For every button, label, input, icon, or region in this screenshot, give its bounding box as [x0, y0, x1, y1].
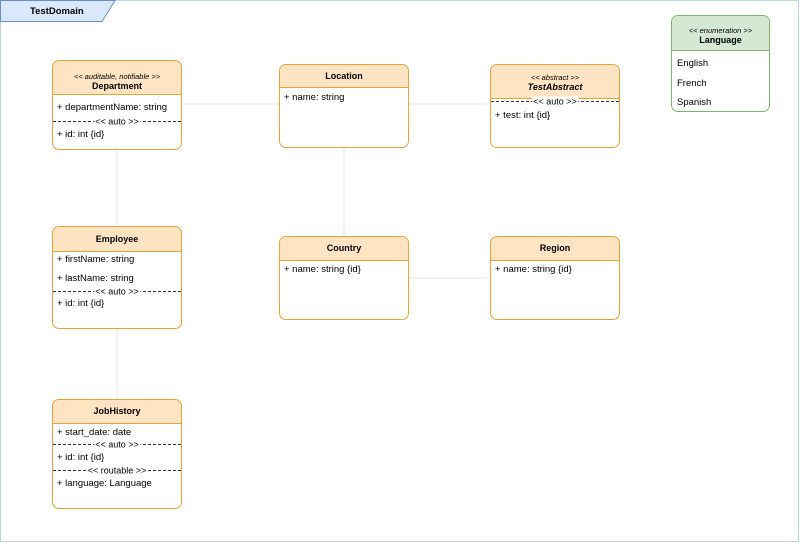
- diagram-title: TestDomain: [30, 6, 84, 17]
- enum-name: Language: [699, 35, 742, 45]
- enum-language[interactable]: << enumeration >> Language English Frenc…: [671, 15, 770, 112]
- separator: << auto >>: [53, 116, 181, 127]
- attribute: + firstName: string: [57, 254, 135, 265]
- class-header: Region: [491, 237, 619, 261]
- class-department[interactable]: << auditable, notifiable >> Department +…: [52, 60, 182, 150]
- enum-value: French: [677, 78, 707, 89]
- enum-value: Spanish: [677, 97, 712, 108]
- class-name: Country: [326, 243, 362, 253]
- separator-label: << auto >>: [94, 116, 140, 127]
- attribute: + name: string {id}: [495, 264, 572, 275]
- class-header: << auditable, notifiable >> Department: [53, 61, 181, 95]
- attribute: + name: string: [284, 92, 345, 103]
- separator-label: << auto >>: [532, 96, 578, 107]
- attribute: + test: int {id}: [495, 110, 551, 121]
- class-name: TestAbstract: [527, 82, 583, 92]
- class-employee[interactable]: Employee + firstName: string + lastName:…: [52, 226, 182, 329]
- attribute: + name: string {id}: [284, 264, 361, 275]
- attribute: + id: int {id}: [57, 298, 105, 309]
- class-name: Employee: [95, 234, 139, 244]
- attribute: + id: int {id}: [57, 452, 105, 463]
- class-country[interactable]: Country + name: string {id}: [279, 236, 409, 320]
- separator-label: << auto >>: [94, 286, 140, 297]
- class-header: Country: [280, 237, 408, 261]
- class-region[interactable]: Region + name: string {id}: [490, 236, 620, 320]
- class-test-abstract[interactable]: << abstract >> TestAbstract << auto >> +…: [490, 64, 620, 148]
- attribute: + language: Language: [57, 478, 152, 489]
- stereotype-label: << abstract >>: [530, 73, 580, 82]
- class-name: Location: [325, 71, 363, 81]
- attribute: + id: int {id}: [57, 129, 105, 140]
- diagram-tab[interactable]: TestDomain: [0, 0, 116, 22]
- tab-shape: [0, 0, 116, 22]
- attribute: + lastName: string: [57, 273, 134, 284]
- class-header: Location: [280, 65, 408, 88]
- class-header: << abstract >> TestAbstract: [491, 65, 619, 99]
- class-header: JobHistory: [53, 400, 181, 424]
- class-name: Region: [539, 243, 571, 253]
- separator: << auto >>: [53, 439, 181, 450]
- separator: << auto >>: [491, 96, 619, 107]
- class-job-history[interactable]: JobHistory + start_date: date << auto >>…: [52, 399, 182, 509]
- class-name: JobHistory: [93, 406, 141, 416]
- class-header: Employee: [53, 227, 181, 252]
- stereotype-label: << enumeration >>: [688, 26, 753, 35]
- separator-label: << routable >>: [86, 465, 148, 476]
- class-name: Department: [91, 81, 142, 91]
- attribute: + start_date: date: [57, 427, 132, 438]
- attribute: + departmentName: string: [57, 102, 168, 113]
- separator-label: << auto >>: [94, 439, 140, 450]
- enum-value: English: [677, 58, 709, 69]
- enum-header: << enumeration >> Language: [672, 16, 769, 51]
- class-location[interactable]: Location + name: string: [279, 64, 409, 148]
- stereotype-label: << auditable, notifiable >>: [73, 72, 161, 81]
- separator: << routable >>: [53, 465, 181, 476]
- separator: << auto >>: [53, 286, 181, 297]
